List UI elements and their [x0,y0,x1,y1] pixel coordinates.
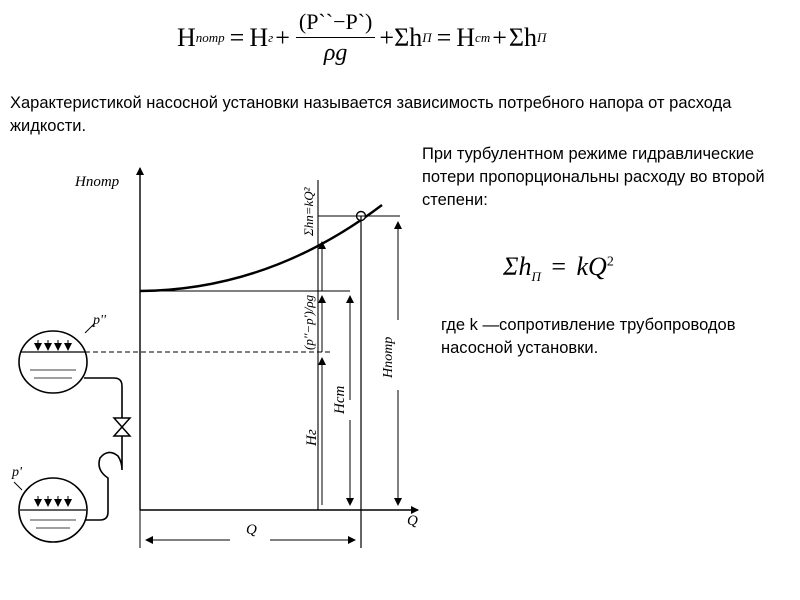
hst-label: Hст [332,386,348,415]
sum-h-symbol: Σh [508,23,538,52]
where-k-paragraph: где k —сопротивление трубопроводов насос… [441,316,736,357]
h-potr-symbol: H [177,23,196,52]
plus-sign: + [275,23,290,52]
pressure-term-label: (p''−p')/ρg [301,294,316,350]
p-upper-label: p'' [92,313,107,328]
hpotr-dim-label: Hпотр [381,337,396,379]
lower-tank [18,477,88,543]
h-g-symbol: H [249,23,269,52]
intro-paragraph: Характеристикой насосной установки назыв… [10,94,732,135]
characteristic-curve [139,204,383,293]
h-st-sub: ст [475,30,491,45]
equals-sign: = [229,23,245,52]
curve-label: Σhп=kQ² [301,186,316,237]
loss-rhs: kQ [576,252,607,281]
loss-rhs-sup: 2 [606,254,614,270]
loss-lhs-sub: П [531,269,541,285]
q-dim-label: Q [246,522,257,538]
fraction-numerator: (P``−P`) [295,9,376,38]
loss-lhs: Σh [503,252,532,281]
plus-sign: + [492,23,507,52]
hg-label: Hг [304,429,320,447]
pipe-to-upper-tank [84,377,123,418]
y-axis-label: Hпотр [74,174,120,190]
plus-sign: + [379,23,395,52]
valve-icon [112,417,132,437]
sum-h-symbol: Σh [394,23,423,52]
h-st-symbol: H [456,23,476,52]
pipe-from-lower-tank [86,436,123,521]
sum-h-sub: П [422,30,432,45]
sum-h-sub: П [537,30,547,45]
fraction-denominator: ρg [323,40,348,66]
turbulent-paragraph: При турбулентном режиме гидравлические п… [422,145,765,209]
p-lower-label: p' [11,465,23,480]
equals-sign: = [551,252,567,281]
x-axis-label: Q [407,513,418,529]
h-potr-sub: потр [195,30,225,45]
equals-sign: = [436,23,452,52]
loss-formula: ΣhП = kQ2 [503,252,614,285]
upper-tank [18,330,88,394]
pressure-fraction: (P``−P`) ρg [295,9,376,67]
h-g-sub: г [268,30,274,45]
